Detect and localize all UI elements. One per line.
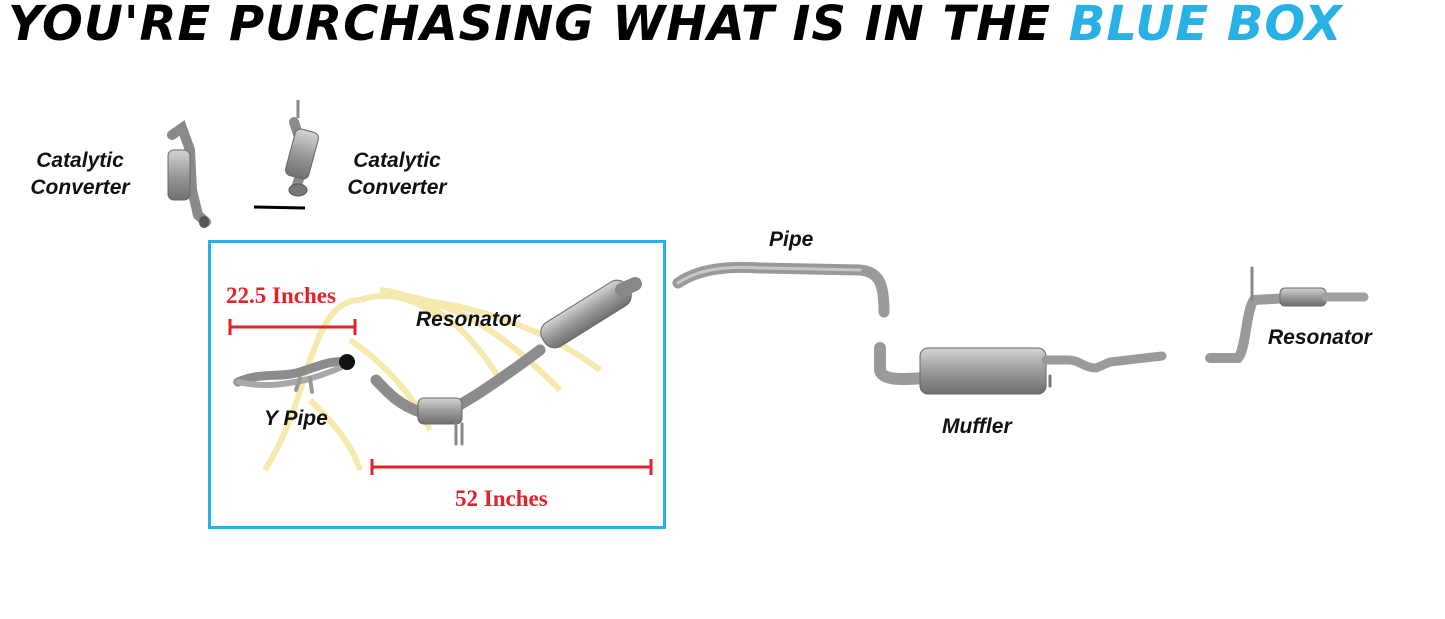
- resonator-rear-part: [1205, 266, 1369, 363]
- blue-box-outline: [208, 240, 666, 529]
- y-pipe-part: [233, 354, 355, 394]
- dimension-line-52: [370, 459, 653, 475]
- catalytic-converter-right-part: [285, 100, 319, 197]
- separator-line: [253, 205, 306, 210]
- dimension-line-22-5: [228, 319, 357, 335]
- dimension-label-52: 52 Inches: [455, 486, 548, 511]
- label-y-pipe: Y Pipe: [264, 407, 328, 430]
- label-catalytic-converter-right: Catalytic Converter: [347, 149, 447, 199]
- label-resonator-right: Resonator: [1268, 326, 1372, 349]
- pipe-part: [672, 261, 890, 318]
- headline-text: YOU'RE PURCHASING WHAT IS IN THE: [8, 0, 1052, 52]
- headline: YOU'RE PURCHASING WHAT IS IN THE BLUE BO…: [8, 0, 1343, 52]
- catalytic-converter-left-part: [167, 120, 211, 228]
- label-muffler: Muffler: [942, 415, 1012, 438]
- label-catalytic-converter-left: Catalytic Converter: [30, 149, 130, 199]
- headline-highlight: BLUE BOX: [1068, 0, 1343, 52]
- muffler-part: [874, 342, 1167, 395]
- label-resonator-inside: Resonator: [416, 308, 520, 331]
- label-pipe: Pipe: [769, 228, 814, 251]
- dimension-label-22-5: 22.5 Inches: [226, 283, 336, 308]
- resonator-section-part: [370, 277, 642, 446]
